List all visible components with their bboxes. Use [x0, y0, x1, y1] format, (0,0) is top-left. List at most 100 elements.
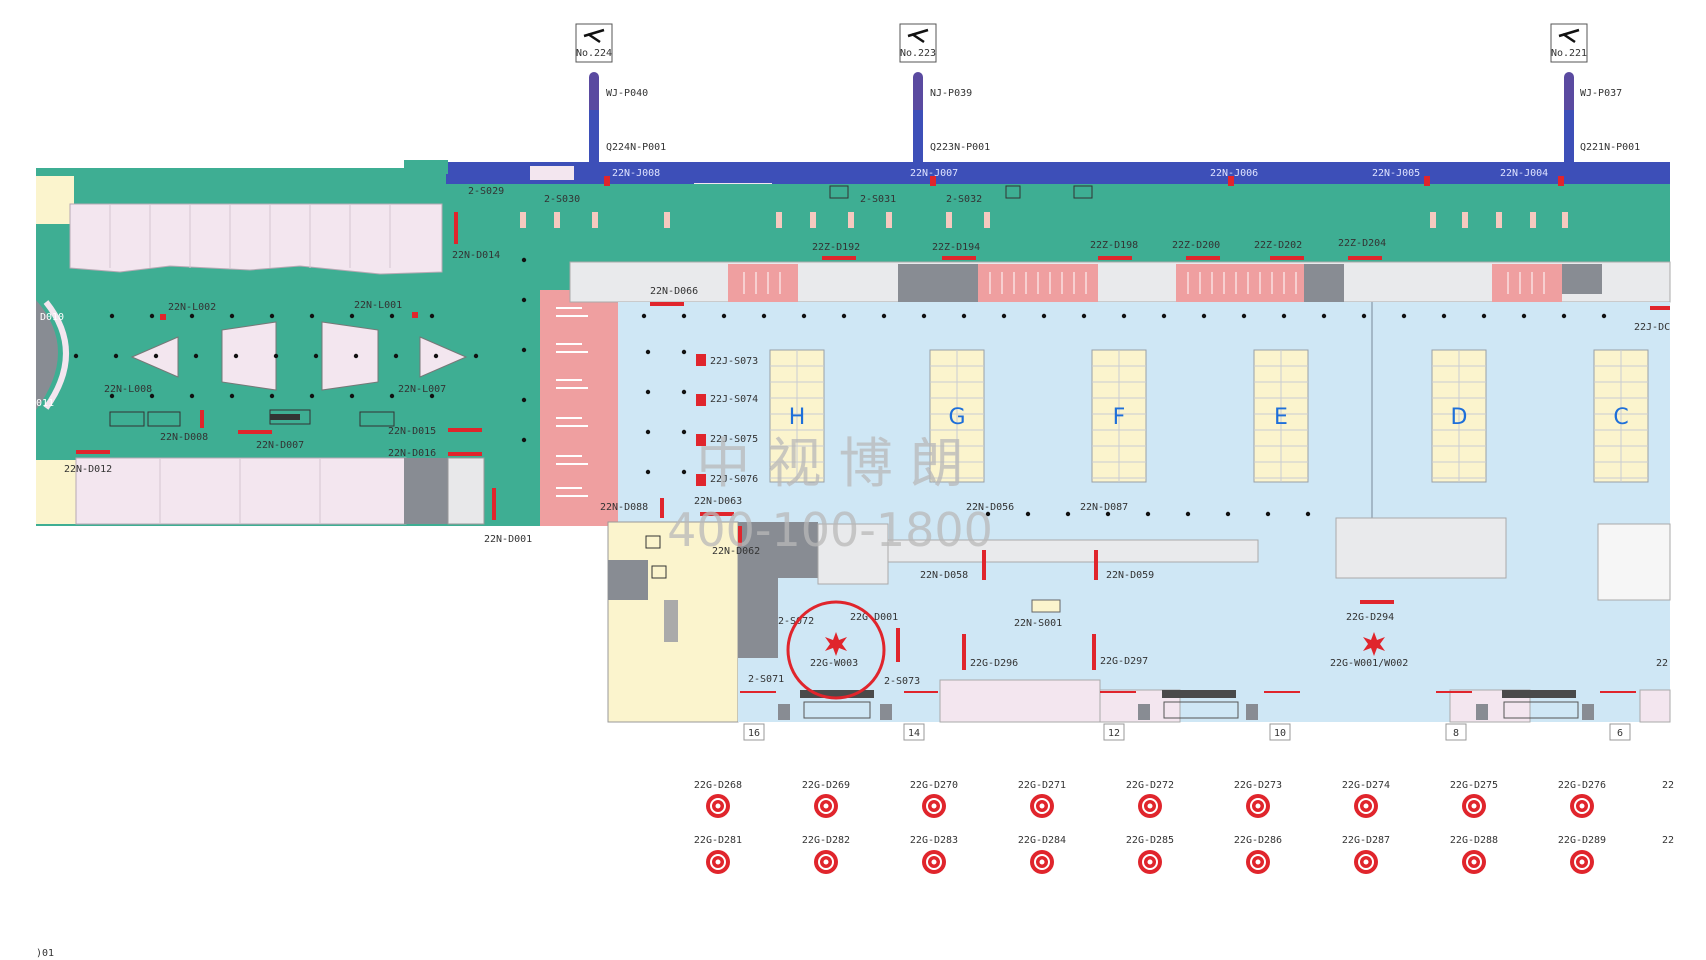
device-label: 22G-D286 — [1234, 835, 1282, 846]
column-dot — [1225, 511, 1231, 517]
column-dot — [1361, 313, 1367, 319]
column-dot — [269, 393, 275, 399]
device-label: 22G-D271 — [1018, 780, 1066, 791]
map-label: 22N-D087 — [1080, 502, 1128, 513]
west-triangle-right — [419, 336, 468, 378]
column-dot — [1265, 511, 1271, 517]
pink-block-4 — [1492, 264, 1562, 302]
device-label: 22G-D287 — [1342, 835, 1390, 846]
map-label: 22N-D063 — [694, 496, 742, 507]
gate-number-box — [1609, 723, 1631, 741]
svg-text:No.223: No.223 — [900, 48, 936, 59]
map-label: 22N-L008 — [104, 384, 152, 395]
device-label: 22 — [1662, 835, 1674, 846]
starburst-icon — [825, 632, 847, 656]
gate-number-box — [903, 723, 925, 741]
column-dot — [393, 353, 399, 359]
map-label: 22G-W003 — [810, 658, 858, 669]
gate-number-box — [743, 723, 765, 741]
column-dot — [645, 389, 651, 395]
gate-number: 14 — [908, 728, 920, 739]
column-dot — [389, 393, 395, 399]
zone-letter: G — [948, 405, 965, 430]
column-dot — [309, 313, 315, 319]
map-label: 22N-D007 — [256, 440, 304, 451]
column-dot — [1001, 313, 1007, 319]
gate-sign-224: No.224 — [575, 23, 613, 63]
bridge-label-223: Q223N-P001 — [930, 142, 990, 153]
map-label: 22N-D014 — [452, 250, 500, 261]
device-label: 22G-D285 — [1126, 835, 1174, 846]
column-dot — [1161, 313, 1167, 319]
corridor-label: 22N-J008 — [612, 168, 660, 179]
device-label: 22G-D289 — [1558, 835, 1606, 846]
zone-letter: F — [1113, 405, 1126, 430]
device-label: 22G-D283 — [910, 835, 958, 846]
column-dot — [1145, 511, 1151, 517]
column-post — [664, 212, 670, 228]
device-label: 22G-D288 — [1450, 835, 1498, 846]
column-dot — [473, 353, 479, 359]
column-dot — [429, 313, 435, 319]
boarding-label-224: WJ-P040 — [606, 88, 648, 99]
device-label: 22G-D284 — [1018, 835, 1066, 846]
column-post — [1530, 212, 1536, 228]
bridge-label-224: Q224N-P001 — [606, 142, 666, 153]
map-label: 22N-D015 — [388, 426, 436, 437]
column-dot — [985, 511, 991, 517]
device-label: 22G-D274 — [1342, 780, 1390, 791]
column-dot — [1065, 511, 1071, 517]
north-green-band — [614, 184, 1670, 262]
corridor-label: 22N-J006 — [1210, 168, 1258, 179]
column-post — [554, 212, 560, 228]
column-dot — [229, 393, 235, 399]
column-post — [1430, 212, 1436, 228]
column-dot — [801, 313, 807, 319]
gate-number: 8 — [1453, 728, 1459, 739]
map-label: 22N-D088 — [600, 502, 648, 513]
column-dot — [229, 313, 235, 319]
boarding-label-221: WJ-P037 — [1580, 88, 1622, 99]
d-label: 22Z-D200 — [1172, 240, 1220, 251]
column-post — [592, 212, 598, 228]
gate-sign-221: No.221 — [1550, 23, 1588, 63]
column-dot — [353, 353, 359, 359]
map-label: 22N-L002 — [168, 302, 216, 313]
map-label: 22J-DC — [1634, 322, 1670, 333]
s-list-item: 22J-S074 — [710, 394, 758, 405]
column-dot — [233, 353, 239, 359]
column-dot — [645, 429, 651, 435]
device-label: 22G-D272 — [1126, 780, 1174, 791]
west-trapezoid-1 — [221, 321, 277, 391]
highlight-circle — [786, 600, 886, 700]
column-dot — [73, 353, 79, 359]
column-dot — [189, 393, 195, 399]
d-label: 22Z-D202 — [1254, 240, 1302, 251]
s-label: 2-S030 — [544, 194, 580, 205]
column-post — [946, 212, 952, 228]
device-label: 22G-D270 — [910, 780, 958, 791]
map-label: 22N-D062 — [712, 546, 760, 557]
column-dot — [641, 313, 647, 319]
pink-block-1 — [728, 264, 798, 302]
column-post — [810, 212, 816, 228]
watermark-text: 中 视 博 朗 — [696, 432, 964, 495]
map-label: 22N-D058 — [920, 570, 968, 581]
d-label: 22Z-D192 — [812, 242, 860, 253]
map-label: 22N-D056 — [966, 502, 1014, 513]
column-post — [1562, 212, 1568, 228]
column-dot — [193, 353, 199, 359]
column-dot — [433, 353, 439, 359]
column-dot — [1121, 313, 1127, 319]
column-dot — [1041, 313, 1047, 319]
column-dot — [149, 393, 155, 399]
zone-letter: C — [1613, 405, 1628, 430]
column-dot — [109, 393, 115, 399]
column-dot — [881, 313, 887, 319]
column-dot — [521, 397, 527, 403]
device-label: 22G-D268 — [694, 780, 742, 791]
boarding-label-223: NJ-P039 — [930, 88, 972, 99]
column-dot — [1081, 313, 1087, 319]
column-dot — [1025, 511, 1031, 517]
